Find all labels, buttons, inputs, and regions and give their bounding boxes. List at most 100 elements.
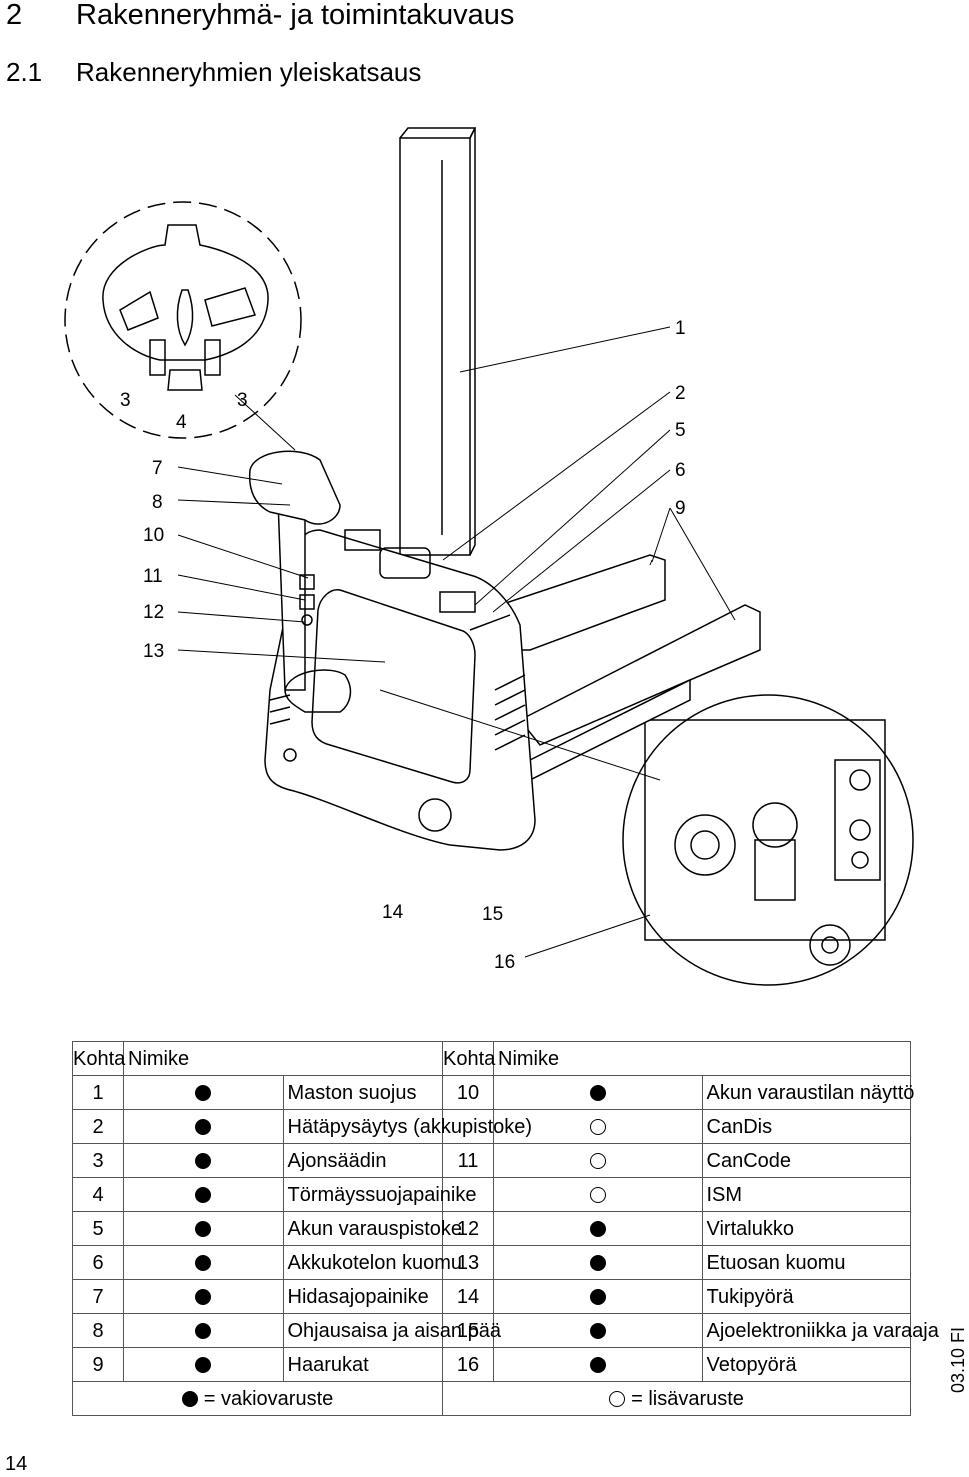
item-name-left: Ajonsäädin bbox=[282, 1143, 443, 1178]
item-mark-right bbox=[493, 1143, 703, 1178]
item-name-text: Virtalukko bbox=[706, 1217, 794, 1240]
header-nimike-left: Nimike bbox=[123, 1041, 443, 1076]
item-name-text: Tukipyörä bbox=[706, 1285, 794, 1308]
item-name-left: Akkukotelon kuomu bbox=[282, 1245, 462, 1280]
legend-optional: = lisävaruste bbox=[442, 1381, 911, 1416]
standard-equipment-icon bbox=[195, 1153, 212, 1170]
standard-equipment-icon bbox=[195, 1323, 212, 1340]
item-name-right: Vetopyörä bbox=[701, 1347, 911, 1382]
item-mark-left bbox=[123, 1143, 284, 1178]
item-name-text: Akun varaustilan näyttö bbox=[706, 1081, 915, 1104]
callout-6: 6 bbox=[675, 460, 686, 481]
item-number-left: 1 bbox=[72, 1075, 124, 1110]
callout-10: 10 bbox=[143, 525, 164, 546]
fork-lower bbox=[518, 604, 761, 746]
item-mark-left bbox=[123, 1109, 284, 1144]
item-name-left: Hidasajopainike bbox=[282, 1279, 443, 1314]
item-number-left: 7 bbox=[72, 1279, 124, 1314]
callout-16: 16 bbox=[494, 952, 515, 973]
callout-5: 5 bbox=[675, 420, 686, 441]
optional-equipment-icon bbox=[589, 1119, 606, 1136]
header-kohta-left: Kohta bbox=[72, 1041, 125, 1076]
item-number-left: 2 bbox=[72, 1109, 124, 1144]
item-number-left: 9 bbox=[72, 1347, 124, 1382]
item-mark-right bbox=[493, 1347, 703, 1382]
item-name-text: ISM bbox=[706, 1183, 743, 1206]
legend-row: = vakiovaruste= lisävaruste bbox=[72, 1381, 911, 1416]
item-name-text: Ohjausaisa ja aisan pää bbox=[287, 1319, 501, 1342]
item-mark-right bbox=[493, 1279, 703, 1314]
item-name-right: Tukipyörä bbox=[701, 1279, 911, 1314]
item-mark-left bbox=[123, 1177, 284, 1212]
item-number-left: 8 bbox=[72, 1313, 124, 1348]
item-number-left: 5 bbox=[72, 1211, 124, 1246]
callout-14: 14 bbox=[382, 902, 404, 923]
item-name-left: Akun varauspistoke bbox=[282, 1211, 462, 1246]
item-name-text: Hätäpysäytys (akkupistoke) bbox=[287, 1115, 533, 1138]
section-title: Rakenneryhmien yleiskatsaus bbox=[76, 57, 422, 87]
standard-equipment-icon bbox=[195, 1357, 212, 1374]
callout-12: 12 bbox=[143, 602, 164, 623]
item-name-text: Etuosan kuomu bbox=[706, 1251, 846, 1274]
callout-15: 15 bbox=[482, 904, 503, 925]
optional-equipment-icon bbox=[589, 1187, 606, 1204]
item-mark-left bbox=[123, 1211, 284, 1246]
callout-8: 8 bbox=[152, 492, 163, 513]
item-number-right bbox=[442, 1109, 494, 1144]
tiller-handle bbox=[248, 450, 341, 525]
standard-equipment-icon bbox=[589, 1221, 606, 1238]
standard-equipment-icon bbox=[195, 1187, 212, 1204]
item-name-left: Ohjausaisa ja aisan pää bbox=[282, 1313, 501, 1348]
item-name-left: Törmäyssuojapainike bbox=[282, 1177, 476, 1212]
chapter-number: 2 bbox=[6, 0, 23, 31]
document-code: 03.10 FI bbox=[948, 1326, 968, 1393]
item-number-right bbox=[442, 1177, 494, 1212]
callout-3-right: 3 bbox=[237, 390, 248, 411]
item-name-text: Hidasajopainike bbox=[287, 1285, 429, 1308]
standard-equipment-icon bbox=[195, 1085, 212, 1102]
section-number: 2.1 bbox=[6, 57, 43, 87]
standard-equipment-icon bbox=[589, 1289, 606, 1306]
table-row: 9 Haarukat 16 Vetopyörä bbox=[72, 1347, 911, 1382]
item-name-right: Etuosan kuomu bbox=[701, 1245, 911, 1280]
item-mark-left bbox=[123, 1313, 284, 1348]
item-mark-right bbox=[493, 1313, 703, 1348]
item-number-right: 11 bbox=[442, 1143, 494, 1178]
table-row: 2 Hätäpysäytys (akkupistoke) CanDis bbox=[72, 1109, 911, 1144]
standard-equipment-icon bbox=[589, 1323, 606, 1340]
item-mark-right bbox=[493, 1109, 703, 1144]
legend-standard: = vakiovaruste bbox=[72, 1381, 443, 1416]
item-number-left: 6 bbox=[72, 1245, 124, 1280]
item-mark-right bbox=[493, 1211, 703, 1246]
item-name-text: CanDis bbox=[706, 1115, 773, 1138]
item-name-text: Vetopyörä bbox=[706, 1353, 797, 1376]
item-number-right: 16 bbox=[442, 1347, 494, 1382]
item-name-right: CanDis bbox=[701, 1109, 911, 1144]
item-name-left: Haarukat bbox=[282, 1347, 443, 1382]
item-name-text: Ajonsäädin bbox=[287, 1149, 387, 1172]
item-name-left: Hätäpysäytys (akkupistoke) bbox=[282, 1109, 532, 1144]
callout-3-left: 3 bbox=[120, 390, 131, 411]
tiller-head-detail bbox=[102, 224, 269, 361]
electronics-detail-circle bbox=[622, 694, 914, 986]
standard-equipment-icon bbox=[195, 1119, 212, 1136]
item-name-right: Ajoelektroniikka ja varaaja bbox=[701, 1313, 939, 1348]
callout-7: 7 bbox=[152, 458, 163, 479]
item-number-right: 13 bbox=[442, 1245, 494, 1280]
standard-equipment-icon bbox=[195, 1289, 212, 1306]
item-name-text: Haarukat bbox=[287, 1353, 369, 1376]
item-number-right: 10 bbox=[442, 1075, 494, 1110]
pallet-truck-illustration: 1 2 5 6 9 3 4 3 7 8 10 11 12 13 14 15 16 bbox=[64, 127, 914, 986]
standard-equipment-icon bbox=[181, 1391, 198, 1408]
item-name-text: Akkukotelon kuomu bbox=[287, 1251, 463, 1274]
item-mark-left bbox=[123, 1075, 284, 1110]
item-name-text: Törmäyssuojapainike bbox=[287, 1183, 477, 1206]
standard-equipment-icon bbox=[589, 1085, 606, 1102]
